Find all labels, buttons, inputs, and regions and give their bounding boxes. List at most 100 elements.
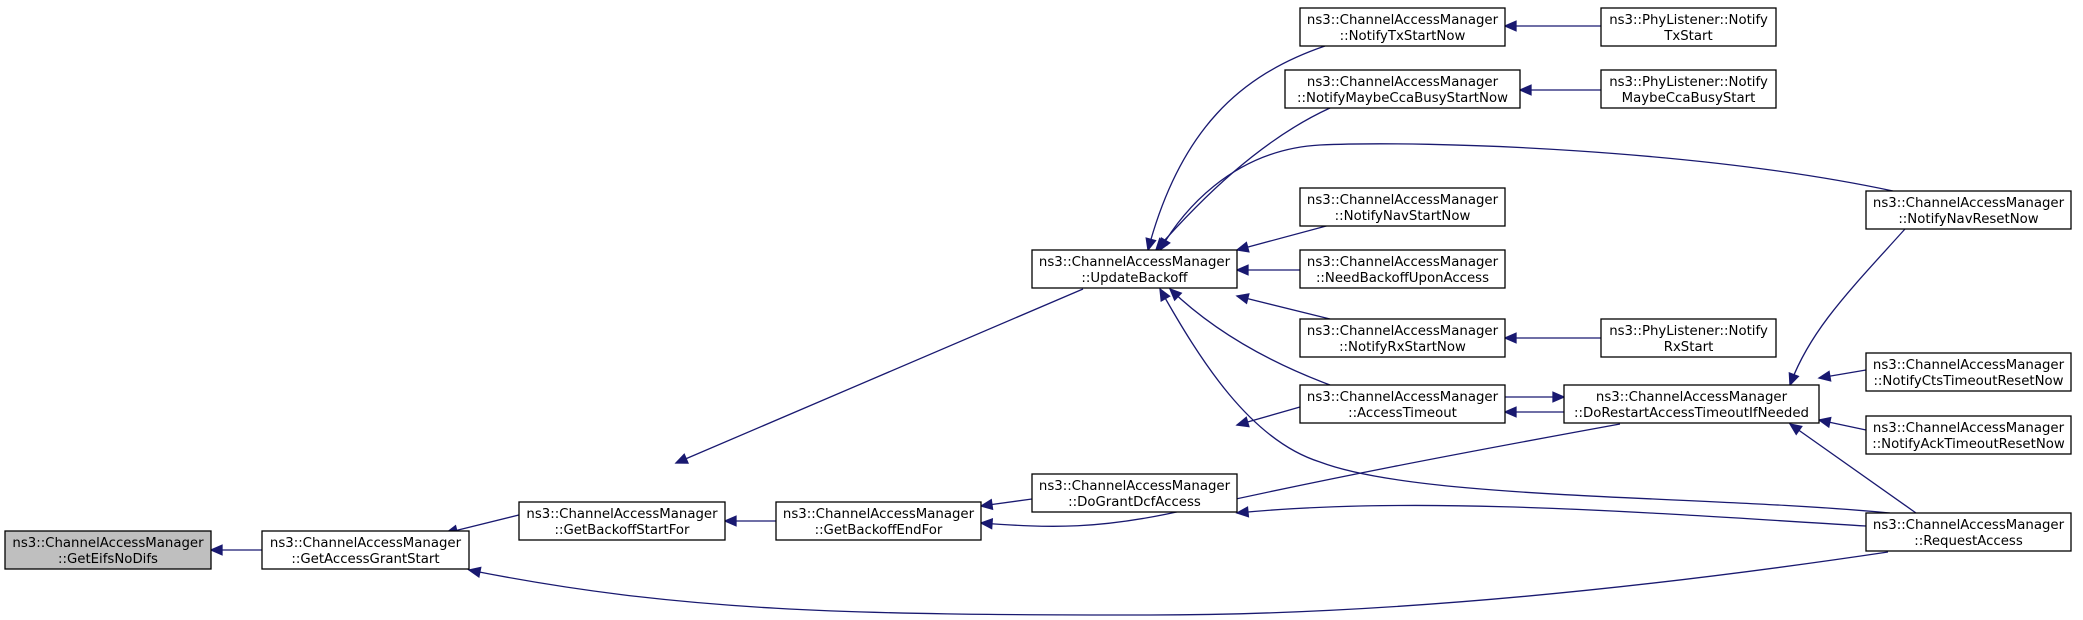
node-label-line1: ns3::ChannelAccessManager <box>783 507 975 522</box>
node-box <box>1865 415 2072 455</box>
node-box <box>1865 190 2072 230</box>
node-label-line1: ns3::ChannelAccessManager <box>1307 255 1499 270</box>
node-label-line1: ns3::ChannelAccessManager <box>1039 479 1231 494</box>
function-node[interactable]: ns3::ChannelAccessManager::AccessTimeout <box>1299 384 1506 424</box>
function-node[interactable]: ns3::ChannelAccessManager::NotifyRxStart… <box>1299 318 1506 358</box>
edge-n16-to-n4 <box>1159 143 1894 252</box>
edge-n5-to-n3 <box>979 498 1033 511</box>
node-box <box>1299 384 1506 424</box>
node-label-line2: ::GetAccessGrantStart <box>291 552 439 567</box>
edge-arrowhead <box>1235 416 1250 428</box>
edge-arrowhead <box>1788 423 1803 436</box>
node-label-line2: ::NeedBackoffUponAccess <box>1316 271 1489 286</box>
edge-arrowhead <box>467 566 482 578</box>
node-box <box>4 530 212 570</box>
node-label-line2: ::DoGrantDcfAccess <box>1068 495 1201 510</box>
edge-arrowhead <box>1518 84 1532 96</box>
node-box <box>1600 69 1777 109</box>
edge-n3-to-n2 <box>723 515 776 527</box>
edge-arrowhead <box>1168 287 1183 302</box>
function-node[interactable]: ns3::ChannelAccessManager::NotifyTxStart… <box>1299 7 1506 47</box>
root-function-node: ns3::ChannelAccessManager::GetEifsNoDifs <box>4 530 212 570</box>
node-box <box>1031 249 1238 289</box>
edge-line <box>1236 504 1867 527</box>
edge-line <box>1789 423 1917 514</box>
edge-arrowhead <box>1145 237 1157 252</box>
function-node[interactable]: ns3::ChannelAccessManager::RequestAccess <box>1865 512 2072 552</box>
edge-line <box>1236 295 1331 320</box>
edge-line <box>1159 143 1894 251</box>
nodes-layer: ns3::ChannelAccessManager::GetEifsNoDifs… <box>4 7 2072 570</box>
edge-arrowhead <box>1788 372 1800 387</box>
node-label-line1: ns3::ChannelAccessManager <box>1039 255 1231 270</box>
node-box <box>1299 318 1506 358</box>
function-node[interactable]: ns3::ChannelAccessManager::GetBackoffSta… <box>518 501 726 541</box>
function-node[interactable]: ns3::ChannelAccessManager::UpdateBackoff <box>1031 249 1238 289</box>
edge-line <box>1155 107 1331 251</box>
function-node[interactable]: ns3::ChannelAccessManager::NeedBackoffUp… <box>1299 249 1506 289</box>
edge-arrowhead <box>674 453 689 464</box>
edge-n19-to-n12 <box>1788 423 1917 514</box>
function-node[interactable]: ns3::ChannelAccessManager::NotifyAckTime… <box>1865 415 2072 455</box>
function-node[interactable]: ns3::PhyListener::NotifyRxStart <box>1600 318 1777 358</box>
function-node[interactable]: ns3::ChannelAccessManager::DoGrantDcfAcc… <box>1031 473 1238 513</box>
node-box <box>1299 7 1506 47</box>
edge-arrowhead <box>979 518 994 530</box>
function-node[interactable]: ns3::ChannelAccessManager::GetAccessGran… <box>261 530 470 570</box>
node-label-line1: ns3::ChannelAccessManager <box>1307 324 1499 339</box>
edge-n11-to-n4 <box>1168 287 1331 386</box>
node-label-line1: ns3::ChannelAccessManager <box>1596 390 1788 405</box>
node-label-line1: ns3::ChannelAccessManager <box>12 536 204 551</box>
edge-n17-to-n12 <box>1817 369 1867 382</box>
edge-n18-to-n12 <box>1817 416 1867 431</box>
node-box <box>1600 318 1777 358</box>
function-node[interactable]: ns3::ChannelAccessManager::NotifyMaybeCc… <box>1284 69 1521 109</box>
edge-arrowhead <box>1817 370 1832 382</box>
node-label-line2: ::NotifyRxStartNow <box>1339 340 1466 355</box>
edge-arrowhead <box>1235 241 1250 253</box>
node-label-line1: ns3::ChannelAccessManager <box>270 536 462 551</box>
node-box <box>775 501 982 541</box>
node-label-line2: ::NotifyTxStartNow <box>1340 29 1466 44</box>
function-node[interactable]: ns3::ChannelAccessManager::DoRestartAcce… <box>1563 384 1820 424</box>
node-label-line1: ns3::PhyListener::Notify <box>1609 75 1768 90</box>
edge-arrowhead <box>1235 293 1250 305</box>
edge-arrowhead <box>1552 391 1566 403</box>
node-box <box>1284 69 1521 109</box>
node-label-line2: ::GetBackoffEndFor <box>815 523 943 538</box>
function-node[interactable]: ns3::ChannelAccessManager::NotifyCtsTime… <box>1865 352 2072 392</box>
node-label-line2: ::GetEifsNoDifs <box>58 552 158 567</box>
node-box <box>518 501 726 541</box>
function-node[interactable]: ns3::ChannelAccessManager::NotifyNavStar… <box>1299 187 1506 227</box>
node-box <box>1299 249 1506 289</box>
edge-arrowhead <box>209 544 223 556</box>
edge-arrowhead <box>1503 20 1517 32</box>
node-box <box>261 530 470 570</box>
edges-layer <box>209 20 1917 616</box>
edge-n11-to-n12 <box>1505 391 1566 403</box>
edge-arrowhead <box>1235 264 1249 276</box>
edge-n16-to-n12 <box>1788 228 1906 387</box>
edge-n15-to-n10 <box>1503 332 1601 344</box>
edge-arrowhead <box>1235 506 1250 518</box>
node-label-line2: TxStart <box>1663 29 1712 44</box>
function-node[interactable]: ns3::ChannelAccessManager::GetBackoffEnd… <box>775 501 982 541</box>
edge-n9-to-n4 <box>1235 264 1300 276</box>
edge-n7-to-n4 <box>1154 107 1331 252</box>
node-box <box>1563 384 1820 424</box>
node-label-line2: MaybeCcaBusyStart <box>1622 91 1756 106</box>
node-label-line1: ns3::ChannelAccessManager <box>1307 193 1499 208</box>
function-node[interactable]: ns3::ChannelAccessManager::NotifyNavRese… <box>1865 190 2072 230</box>
node-label-line1: ns3::PhyListener::Notify <box>1609 13 1768 28</box>
function-node[interactable]: ns3::PhyListener::NotifyTxStart <box>1600 7 1777 47</box>
function-node[interactable]: ns3::PhyListener::NotifyMaybeCcaBusyStar… <box>1600 69 1777 109</box>
edge-n12-to-n11 <box>1503 406 1564 418</box>
node-label-line1: ns3::ChannelAccessManager <box>1307 75 1499 90</box>
edge-line <box>1147 45 1326 251</box>
edge-n6-to-n4 <box>1145 45 1326 252</box>
edge-arrowhead <box>1159 237 1171 252</box>
node-box <box>1031 473 1238 513</box>
node-label-line1: ns3::ChannelAccessManager <box>1307 13 1499 28</box>
edge-n14-to-n7 <box>1518 84 1601 96</box>
edge-n19-to-n5 <box>1235 504 1867 527</box>
